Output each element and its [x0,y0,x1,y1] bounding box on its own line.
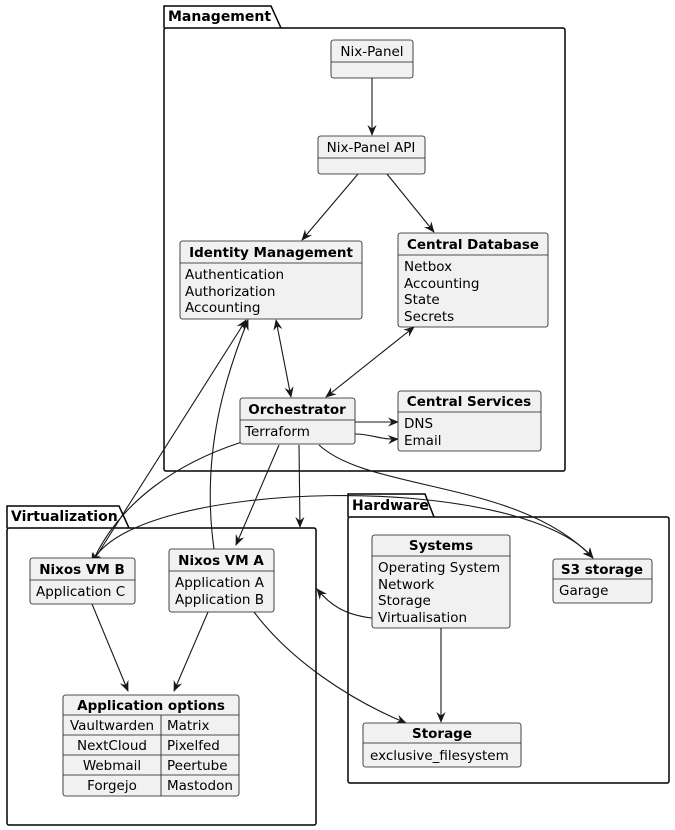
node-s3-line: Garage [559,583,608,599]
node-nix-panel: Nix-Panel [330,39,414,79]
node-storage: Storage exclusive_filesystem [362,722,522,768]
app-option-cell: Mastodon [167,778,233,794]
node-nixos-vm-a: Nixos VM A Application A Application B [168,548,275,613]
edge-systems-to-virt [316,588,373,619]
package-management-title: Management [168,9,271,25]
node-nix-panel-api: Nix-Panel API [317,135,426,175]
edge-orch-to-vma [235,444,280,546]
edge-orch-to-s3 [318,444,594,559]
app-option-cell: Webmail [83,758,141,774]
node-identity-line: Authentication [185,267,284,283]
node-centralservices-line: Email [404,433,441,449]
node-identity-line: Authorization [185,284,275,300]
node-central-database: Central Database Netbox Accounting State… [397,232,549,328]
node-vma-line: Application A [175,575,265,591]
edge-api-to-identity [301,173,359,241]
node-storage-line: exclusive_filesystem [370,748,509,764]
node-centraldb-line: Secrets [404,309,454,325]
edge-orch-to-virt [295,444,305,528]
edge-orch-to-vmb [91,441,243,564]
node-systems-title: Systems [409,538,473,554]
node-vma-line: Application B [175,592,264,608]
node-appoptions-title: Application options [77,698,225,714]
edge-vmb-to-appoptions [91,603,129,692]
app-option-cell: Forgejo [87,778,137,794]
node-centraldb-line: State [404,292,440,308]
node-systems-line: Network [378,577,435,593]
node-s3-title: S3 storage [561,562,643,578]
node-vmb-title: Nixos VM B [39,562,125,578]
edge-vmb-identity [91,319,247,564]
node-orchestrator-line: Terraform [244,424,310,440]
node-vma-title: Nixos VM A [178,553,264,569]
package-virtualization-title: Virtualization [11,509,118,525]
node-centralservices-line: DNS [404,416,433,432]
edges [91,78,594,724]
edge-vmb-to-s3 [91,494,594,564]
app-option-cell: NextCloud [77,738,147,754]
node-identity-title: Identity Management [189,245,353,261]
node-storage-title: Storage [412,726,472,742]
app-option-cell: Matrix [167,718,210,734]
edge-vma-to-appoptions [173,611,209,692]
edge-centraldb-orchestrator [325,326,415,398]
edge-orch-to-email [354,433,399,445]
node-orchestrator: Orchestrator Terraform [239,397,356,445]
node-systems-line: Storage [378,593,431,609]
package-hardware-title: Hardware [352,498,429,514]
node-nix-panel-title: Nix-Panel [340,44,403,60]
edge-vma-to-storage [253,611,407,724]
app-option-cell: Vaultwarden [70,718,154,734]
edge-api-to-centraldb [386,173,435,233]
node-s3-storage: S3 storage Garage [552,558,653,604]
package-hardware: Hardware [347,493,670,784]
node-identity-line: Accounting [185,300,260,316]
node-centralservices-title: Central Services [407,394,531,410]
node-centraldb-title: Central Database [407,237,539,253]
edge-vma-identity [209,319,249,550]
node-orchestrator-title: Orchestrator [248,402,346,418]
node-nix-panel-api-title: Nix-Panel API [327,140,416,156]
node-systems: Systems Operating System Network Storage… [371,534,511,629]
node-centraldb-line: Netbox [404,259,452,275]
node-centraldb-line: Accounting [404,276,479,292]
node-vmb-line: Application C [36,584,125,600]
node-central-services: Central Services DNS Email [397,390,542,452]
edge-identity-orchestrator [273,319,294,398]
app-option-cell: Pixelfed [167,738,220,754]
node-identity-management: Identity Management Authentication Autho… [179,240,363,320]
node-systems-line: Operating System [378,560,500,576]
node-systems-line: Virtualisation [378,610,467,626]
package-management: Management [163,5,566,472]
node-nixos-vm-b: Nixos VM B Application C [29,557,136,605]
app-option-cell: Peertube [167,758,228,774]
node-application-options: Application options Vaultwarden Matrix N… [62,694,240,797]
